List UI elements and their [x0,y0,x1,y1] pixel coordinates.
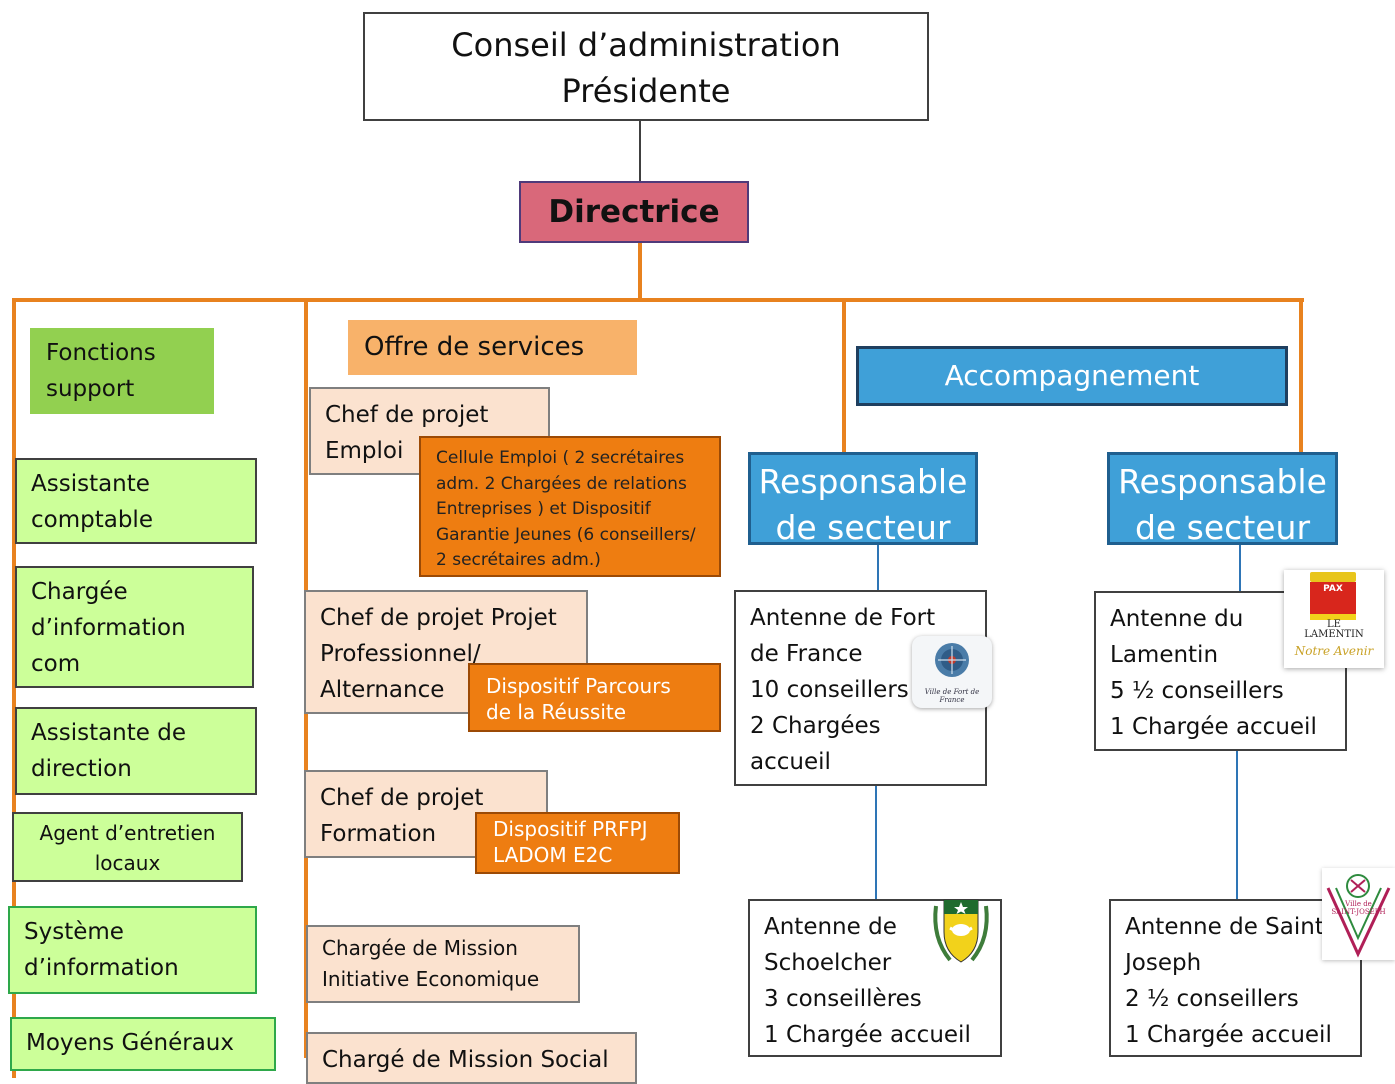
dispositif-parcours-reussite: Dispositif Parcours de la Réussite [468,663,721,732]
chef-projet-pro-alternance: Chef de projet Projet Professionnel/ Alt… [304,590,588,714]
support-item-assistante-direction: Assistante de direction [15,707,257,795]
lamentin-saintjoseph-connector [1236,750,1238,900]
lamentin-shield-text: PAX [1323,584,1343,594]
lamentin-shield: PAX [1310,582,1356,620]
services-header: Offre de services [348,320,637,375]
sector-manager-left: Responsable de secteur [748,452,978,547]
charge-mission-social: Chargé de Mission Social [306,1032,637,1084]
board-title: Conseil d’administration [451,26,841,64]
schoelcher-crest-logo [928,890,994,970]
dispositif-prfpj-box: Dispositif PRFPJ LADOM E2C [475,812,680,874]
support-item-moyens-generaux: Moyens Généraux [10,1017,276,1071]
accompagnement-header: Accompagnement [856,346,1288,406]
fdf-schoelcher-connector [875,785,877,900]
fort-de-france-logo: Ville de Fort de France [912,636,992,708]
board-subtitle: Présidente [561,72,731,110]
fort-de-france-logo-text: Ville de Fort de France [924,688,980,704]
accompagnement-label: Accompagnement [944,359,1200,392]
support-header: Fonctions support [30,328,214,414]
chargee-mission-initiative-eco: Chargée de Mission Initiative Economique [306,925,580,1003]
lamentin-logo-name: LE LAMENTIN [1304,619,1364,640]
director-trunk-line [638,242,642,300]
support-vertical-line [12,298,16,1078]
board-director-connector [639,120,641,182]
antenne-lamentin: Antenne du Lamentin 5 ½ conseillers 1 Ch… [1094,591,1347,751]
saint-joseph-logo: Ville de SAINT-JOSEPH [1322,868,1395,960]
lamentin-logo: PAX LE LAMENTIN Notre Avenir [1284,570,1384,668]
support-item-assistante-comptable: Assistante comptable [15,458,257,544]
lamentin-logo-sub: Notre Avenir [1294,644,1374,658]
main-horizontal-line [12,298,1304,302]
support-item-systeme-information: Système d’information [8,906,257,994]
board-box: Conseil d’administration Présidente [363,12,929,121]
services-header-label: Offre de services [364,332,585,362]
sector-manager-right: Responsable de secteur [1107,452,1338,547]
sector-right-drop-line [1299,298,1303,452]
director-label: Directrice [548,194,720,230]
support-item-chargee-information: Chargée d’information com [15,566,254,688]
saint-joseph-logo-text: Ville de SAINT-JOSEPH [1331,900,1386,916]
right-sector-antenna-connector [1239,544,1241,591]
cellule-emploi-box: Cellule Emploi ( 2 secrétaires adm. 2 Ch… [419,436,721,577]
support-item-agent-entretien: Agent d’entretien locaux [12,812,243,882]
sector-left-drop-line [842,298,846,452]
antenne-saint-joseph: Antenne de Saint Joseph 2 ½ conseillers … [1109,899,1362,1057]
lamentin-crown-banner [1310,572,1356,582]
director-box: Directrice [519,181,749,243]
left-sector-antenna-connector [877,544,879,591]
